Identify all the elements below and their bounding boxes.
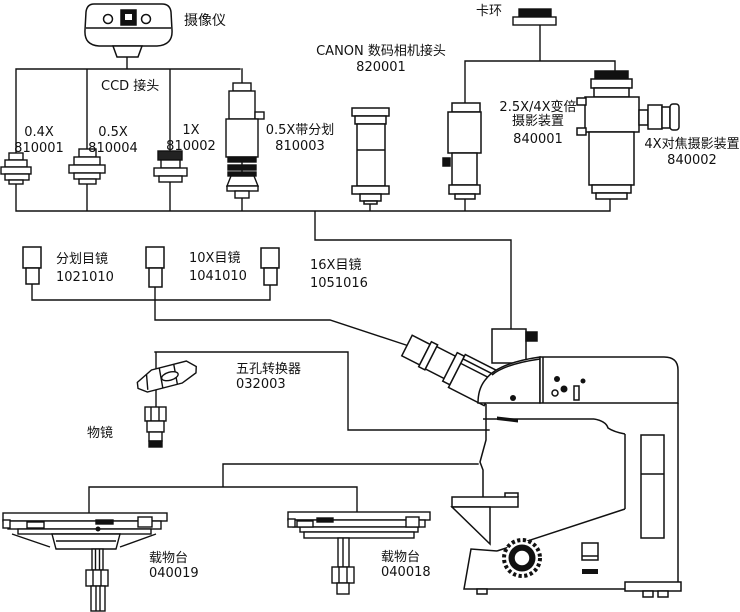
eyepieces-illustration (22, 246, 280, 288)
adapter-04x-name: 0.4X (24, 125, 54, 140)
focus-photo-device-name: 4X对焦摄影装置 (644, 137, 740, 152)
focus-photo-device-code: 840002 (667, 153, 717, 168)
adapter-05x-illustration (68, 148, 106, 185)
ccd-head-label-text: CCD 接头 (101, 79, 160, 94)
objective-label-text: 物镜 (87, 426, 114, 441)
camera-illustration (84, 3, 173, 58)
label-canon-adapter: CANON 数码相机接头 820001 (310, 44, 452, 76)
label-camera: 摄像仪 (184, 13, 226, 29)
adapter-1x-code: 810002 (166, 139, 216, 154)
zoom-photo-device-illustration (442, 102, 482, 200)
canon-adapter-illustration (351, 107, 390, 205)
label-ccd-head: CCD 接头 (101, 79, 159, 95)
eyepiece-16x-code: 1051016 (310, 276, 368, 291)
stage-right-illustration (287, 511, 431, 595)
label-stage-right: 载物台 040018 (381, 550, 431, 580)
label-adapter-04x: 0.4X 810001 (8, 125, 70, 157)
canon-adapter-name: CANON 数码相机接头 (316, 44, 446, 59)
adapter-05x-reticle-name: 0.5X带分划 (265, 123, 335, 138)
adapter-05x-reticle-illustration (225, 82, 265, 199)
eyepiece-10x-name: 10X目镜 (189, 251, 241, 266)
eyepiece-16x-name: 16X目镜 (310, 258, 362, 273)
eyepiece-10x-code: 1041010 (189, 269, 247, 284)
label-adapter-1x: 1X 810002 (160, 123, 222, 155)
label-nosepiece: 五孔转换器 032003 (236, 362, 301, 392)
adapter-05x-reticle-code: 810003 (275, 139, 325, 154)
camera-label-text: 摄像仪 (184, 13, 226, 29)
label-eyepiece-16x: 16X目镜 1051016 (310, 257, 368, 293)
stage-left-illustration (2, 512, 168, 612)
nosepiece-code: 032003 (236, 377, 286, 392)
adapter-05x-name: 0.5X (98, 125, 128, 140)
stage-left-code: 040019 (149, 566, 199, 581)
label-adapter-05x-reticle: 0.5X带分划 810003 (258, 123, 342, 155)
label-focus-photo-device: 4X对焦摄影装置 840002 (642, 137, 740, 169)
label-adapter-05x: 0.5X 810004 (82, 125, 144, 157)
clamp-ring-illustration (512, 8, 557, 26)
adapter-04x-code: 810001 (14, 141, 64, 156)
nosepiece-illustration (136, 360, 197, 393)
label-eyepiece-reticle: 分划目镜 1021010 (56, 251, 114, 287)
adapter-1x-illustration (153, 150, 188, 183)
stage-left-name: 载物台 (149, 551, 189, 566)
adapter-05x-code: 810004 (88, 141, 138, 156)
focus-photo-device-illustration (576, 70, 680, 200)
label-zoom-photo-device: 2.5X/4X变倍 摄影装置 840001 (487, 101, 589, 147)
microscope-body-illustration (400, 328, 682, 598)
label-objective: 物镜 (87, 426, 113, 442)
clamp-ring-label-text: 卡环 (476, 4, 503, 19)
canon-adapter-code: 820001 (356, 60, 406, 75)
label-clamp-ring: 卡环 (476, 4, 502, 20)
eyepiece-reticle-name: 分划目镜 (56, 252, 109, 267)
eyepiece-reticle-code: 1021010 (56, 270, 114, 285)
label-eyepiece-10x: 10X目镜 1041010 (189, 250, 247, 286)
label-stage-left: 载物台 040019 (149, 551, 199, 581)
zoom-photo-device-name-line1: 2.5X/4X变倍 (499, 100, 577, 115)
adapter-1x-name: 1X (182, 123, 200, 138)
objective-illustration (144, 406, 167, 448)
adapter-04x-illustration (0, 152, 32, 185)
zoom-photo-device-code: 840001 (513, 132, 563, 147)
nosepiece-name: 五孔转换器 (236, 362, 302, 377)
stage-right-name: 载物台 (381, 550, 421, 565)
stage-right-code: 040018 (381, 565, 431, 580)
zoom-photo-device-name-line2: 摄影装置 (511, 114, 564, 129)
